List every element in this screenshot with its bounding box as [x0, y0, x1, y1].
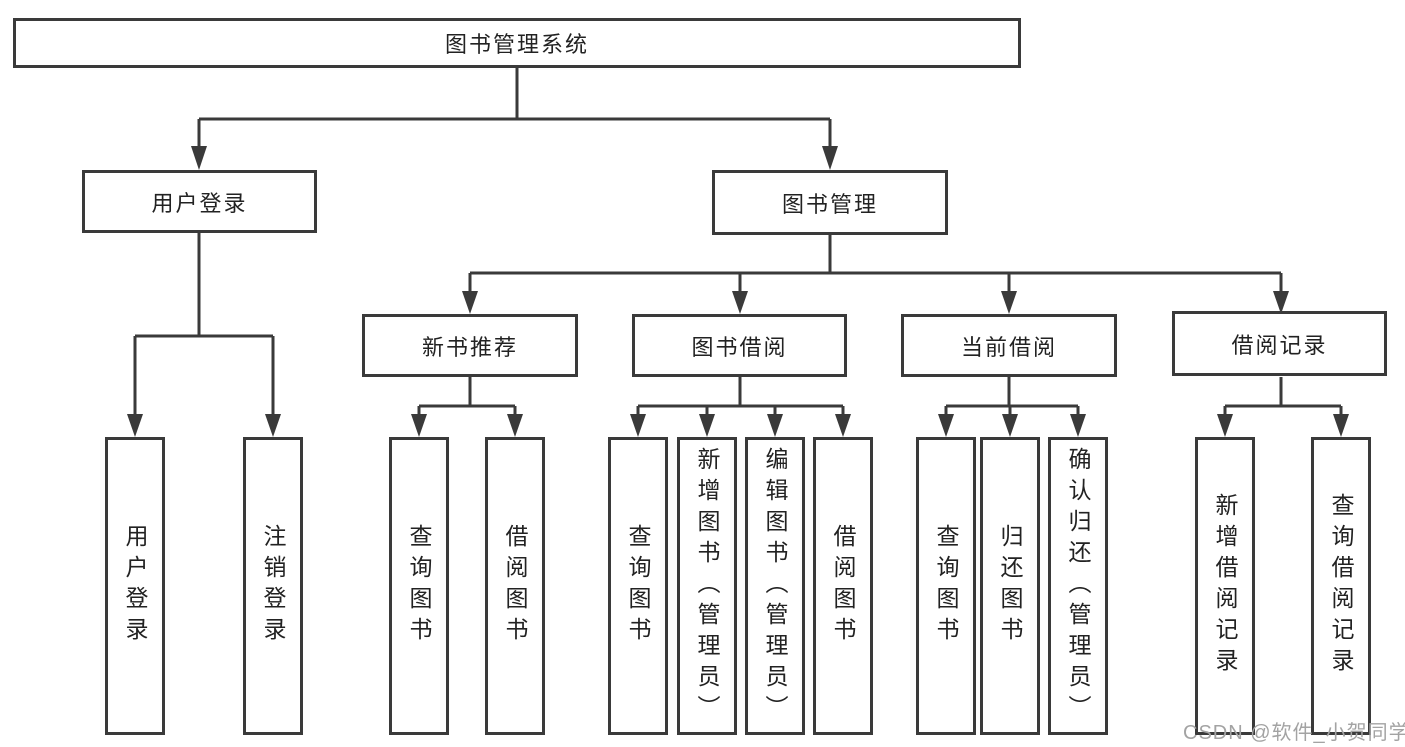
leaf-label: 借阅图书	[830, 524, 856, 648]
node-book-borrowing: 图书借阅	[632, 314, 847, 377]
leaf-query-books-recommend: 查询图书	[389, 437, 449, 735]
leaf-label: 新增借阅记录	[1212, 493, 1238, 679]
connector-root-to-branches	[191, 68, 838, 170]
leaf-query-books-borrow: 查询图书	[608, 437, 668, 735]
leaf-label: 借阅图书	[502, 524, 528, 648]
leaf-label: 新增图书（管理员）	[694, 446, 720, 726]
leaf-user-login: 用户登录	[105, 437, 165, 735]
leaf-label: 用户登录	[122, 524, 148, 648]
node-new-book-recommendation: 新书推荐	[362, 314, 578, 377]
node-book-management-branch: 图书管理	[712, 170, 948, 235]
leaf-borrow-books-borrow: 借阅图书	[813, 437, 873, 735]
connector-records-to-children	[1217, 377, 1349, 437]
connector-user-login-to-children	[127, 233, 281, 437]
leaf-return-book: 归还图书	[980, 437, 1040, 735]
leaf-label: 查询图书	[406, 524, 432, 648]
leaf-edit-book-admin: 编辑图书（管理员）	[745, 437, 805, 735]
node-user-login-branch: 用户登录	[82, 170, 317, 233]
leaf-add-borrow-record: 新增借阅记录	[1195, 437, 1255, 735]
leaf-query-borrow-record: 查询借阅记录	[1311, 437, 1371, 735]
node-borrowing-records: 借阅记录	[1172, 311, 1387, 376]
leaf-label: 注销登录	[260, 524, 286, 648]
leaf-add-book-admin: 新增图书（管理员）	[677, 437, 737, 735]
leaf-logout: 注销登录	[243, 437, 303, 735]
leaf-label: 编辑图书（管理员）	[762, 446, 788, 726]
connector-new-book-to-children	[411, 377, 523, 437]
node-current-borrowing: 当前借阅	[901, 314, 1117, 377]
node-root-system: 图书管理系统	[13, 18, 1021, 68]
leaf-confirm-return-admin: 确认归还（管理员）	[1048, 437, 1108, 735]
leaf-label: 查询图书	[625, 524, 651, 648]
leaf-label: 确认归还（管理员）	[1065, 446, 1091, 726]
leaf-label: 归还图书	[997, 524, 1023, 648]
connector-current-borrow-to-children	[938, 377, 1086, 437]
leaf-query-books-current: 查询图书	[916, 437, 976, 735]
connector-book-borrow-to-children	[630, 377, 851, 437]
csdn-watermark: CSDN @软件_小贺同学	[1183, 722, 1405, 744]
leaf-label: 查询图书	[933, 524, 959, 648]
leaf-borrow-books-recommend: 借阅图书	[485, 437, 545, 735]
connector-book-management-to-modules	[462, 235, 1289, 314]
leaf-label: 查询借阅记录	[1328, 493, 1354, 679]
